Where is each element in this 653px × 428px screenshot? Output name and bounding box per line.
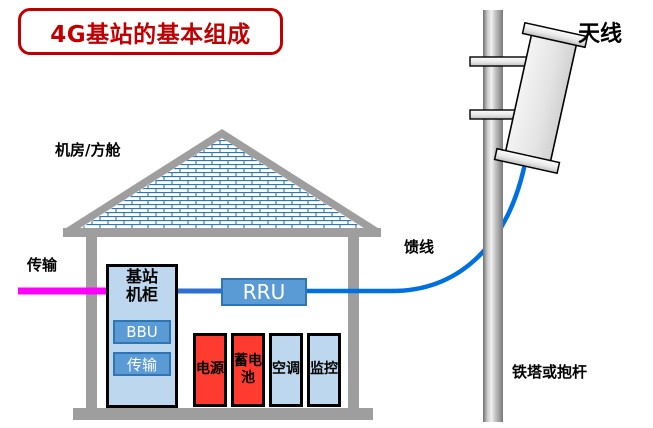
antenna-panel <box>493 21 589 175</box>
left-pillar <box>86 236 97 420</box>
tower-pole <box>469 10 549 422</box>
title-box <box>18 8 283 55</box>
cabinet-module-bbu: BBU <box>113 320 171 344</box>
equipment-room-structure <box>63 129 381 420</box>
cabinet-module-transmission: 传输 <box>113 352 171 376</box>
page-title: 4G基站的基本组成 <box>50 21 251 48</box>
antenna-body <box>503 29 579 167</box>
cabinet-title-line2: 机柜 <box>125 284 158 304</box>
rack-power: 电源 <box>193 333 227 407</box>
antenna-top-cap <box>521 21 589 49</box>
rack-monitoring: 监控 <box>307 333 341 407</box>
antenna-bottom-cap <box>493 147 561 175</box>
label-tower: 铁塔或抱杆 <box>512 363 588 381</box>
roof-brick-fill <box>78 138 366 230</box>
rack-battery: 蓄电池 <box>231 333 265 407</box>
roof-base-beam <box>63 228 381 237</box>
right-pillar <box>348 236 359 420</box>
label-equipment-room: 机房/方舱 <box>55 141 121 159</box>
label-feeder: 馈线 <box>404 238 435 256</box>
cabinet-title-line1: 基站 <box>125 267 158 286</box>
rru-box: RRU <box>221 278 307 306</box>
label-antenna: 天线 <box>578 22 623 47</box>
floor-slab <box>73 408 373 420</box>
feeder-line <box>302 165 527 294</box>
label-transmission: 传输 <box>27 256 58 274</box>
pole-shaft <box>483 10 503 422</box>
rack-air-conditioner: 空调 <box>269 333 303 407</box>
cabinet-title: 基站 机柜 <box>106 268 178 304</box>
